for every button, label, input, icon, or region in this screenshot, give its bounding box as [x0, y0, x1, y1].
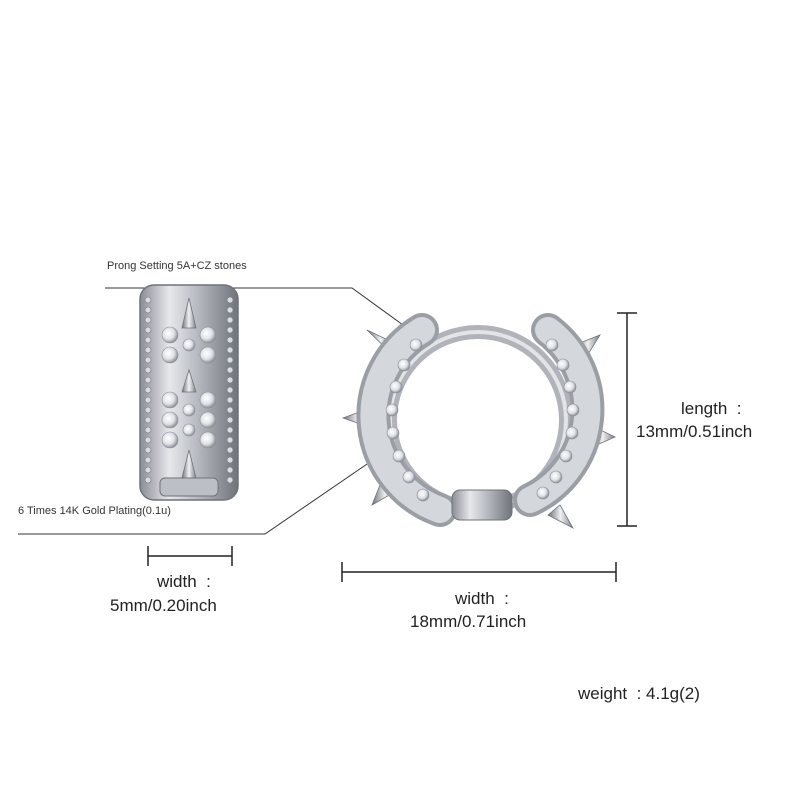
- prong-setting-label: Prong Setting 5A+CZ stones: [107, 260, 247, 272]
- length-label: length :: [681, 399, 742, 418]
- front-width-label: width :: [455, 589, 509, 608]
- front-width-value: 18mm/0.71inch: [410, 612, 527, 631]
- weight-label: weight : 4.1g(2): [578, 684, 700, 703]
- plating-label: 6 Times 14K Gold Plating(0.1u): [18, 505, 171, 517]
- measure-front-width: [341, 562, 617, 582]
- earring-side-view: [139, 284, 239, 501]
- measure-side-width: [147, 546, 233, 566]
- side-width-label: width :: [157, 572, 211, 591]
- earring-front-view: [341, 313, 616, 529]
- side-width-value: 5mm/0.20inch: [110, 596, 217, 615]
- measure-length: [617, 312, 637, 527]
- length-value: 13mm/0.51inch: [636, 422, 753, 441]
